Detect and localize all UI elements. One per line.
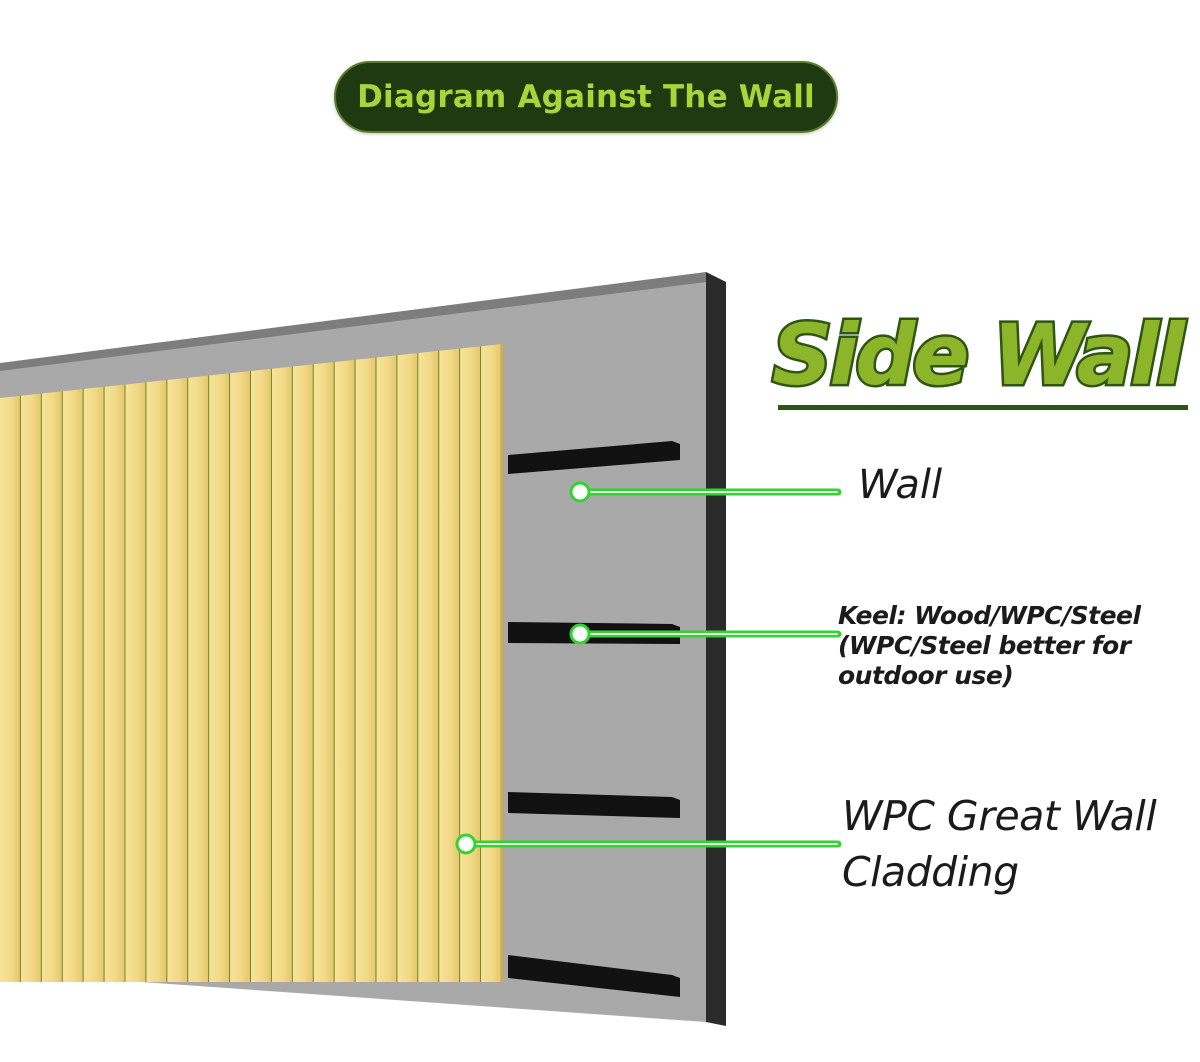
cladding-slat (209, 373, 231, 982)
cladding-slat (376, 355, 398, 982)
callout-cladding (455, 833, 842, 855)
callout-keel (569, 623, 842, 645)
callout-dot (569, 481, 591, 503)
cladding-slat (313, 362, 335, 982)
keel (508, 792, 680, 818)
cladding-slat (20, 393, 42, 982)
cladding-slat (271, 366, 293, 982)
label-keel-line: (WPC/Steel better for (838, 631, 1131, 660)
cladding-slat (418, 350, 440, 982)
cladding-slat (62, 389, 84, 982)
cladding-slat (439, 348, 461, 982)
label-cladding: WPC Great Wall Cladding (842, 788, 1157, 900)
cladding-slats (0, 344, 504, 982)
cladding-slat (292, 364, 314, 982)
label-cladding-line: WPC Great Wall (842, 792, 1157, 840)
cladding-slat (167, 377, 189, 982)
label-keel-line: outdoor use) (838, 661, 1014, 690)
keel (508, 441, 680, 474)
wall-edge (706, 272, 726, 1026)
cladding-slat (188, 375, 210, 982)
callout-dot (455, 833, 477, 855)
cladding-slat (83, 386, 105, 982)
cladding-slat (460, 346, 482, 982)
label-wall: Wall (858, 462, 943, 508)
cladding-slat (481, 344, 502, 982)
cladding-slat (397, 353, 419, 982)
label-keel: Keel: Wood/WPC/Steel (WPC/Steel better f… (838, 601, 1141, 691)
keel (508, 955, 680, 997)
label-cladding-line: Cladding (842, 848, 1019, 896)
header-title: Diagram Against The Wall (357, 79, 815, 115)
callout-wall (569, 481, 842, 503)
cladding-slat (125, 382, 147, 982)
cladding-slat (355, 357, 377, 982)
cladding-slat (251, 368, 272, 982)
header-badge: Diagram Against The Wall (334, 61, 838, 133)
cladding-slat (41, 391, 63, 982)
cladding-slat (334, 359, 356, 982)
side-wall-title: Side Wall (770, 304, 1188, 407)
label-keel-line: Keel: Wood/WPC/Steel (838, 601, 1141, 630)
cladding-slat (230, 371, 251, 982)
side-wall-underline (778, 405, 1188, 410)
callout-dot (569, 623, 591, 645)
cladding-slat (146, 380, 168, 982)
cladding-slat (0, 395, 21, 982)
cladding-slat (104, 384, 126, 982)
